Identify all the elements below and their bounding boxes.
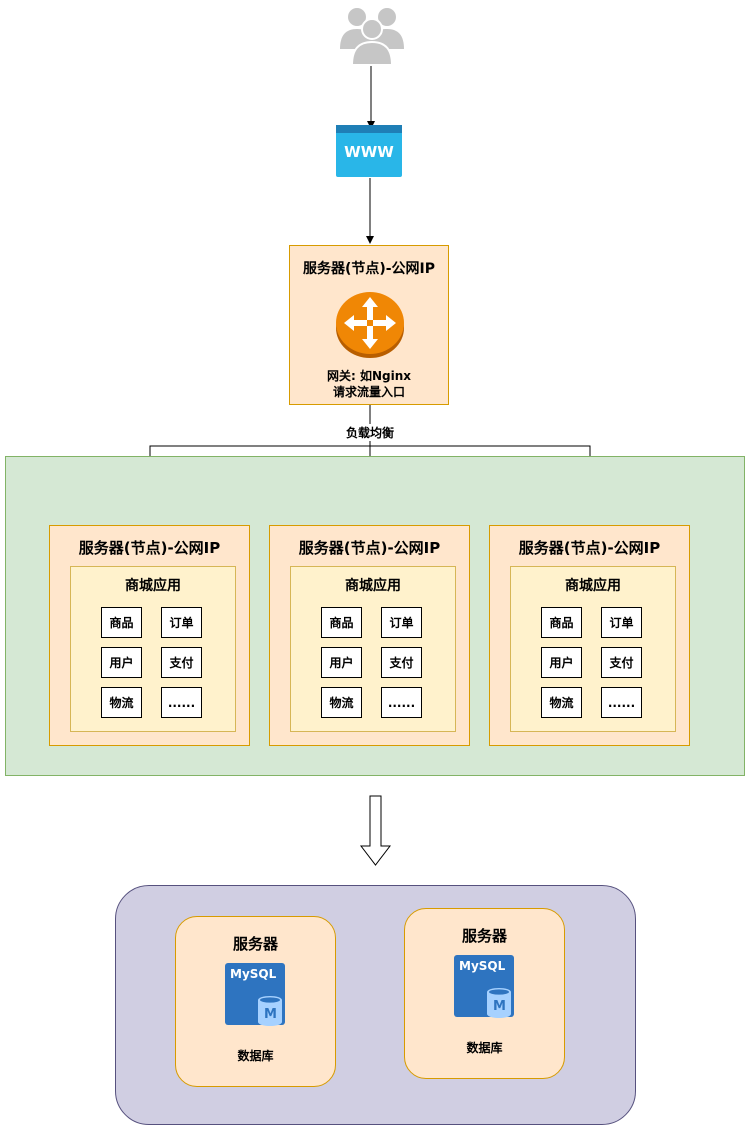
www-icon: WWW [336,125,402,177]
db-server-title: 服务器 [232,935,278,953]
module-logistics: 物流 [541,687,582,718]
mysql-icon: MySQL M [225,963,285,1026]
module-goods: 商品 [321,607,362,638]
database-zone: 服务器 MySQL M 数据库 服务器 MySQL M 数据库 [115,885,636,1125]
app-title: 商城应用 [565,578,621,594]
www-label: WWW [344,143,394,161]
app-title: 商城应用 [345,578,401,594]
down-hollow-arrow [359,795,392,866]
users-icon [340,8,404,66]
module-logistics: 物流 [101,687,142,718]
module-order: 订单 [601,607,642,638]
module-more: ...... [381,687,422,718]
gateway-caption-line2: 请求流量入口 [332,385,405,399]
module-more: ...... [161,687,202,718]
app-server-node: 服务器(节点)-公网IP 商城应用 商品 订单 用户 支付 物流 ...... [269,525,470,746]
module-payment: 支付 [161,647,202,678]
node-title: 服务器(节点)-公网IP [78,539,221,557]
mysql-logo-letter: M [493,999,506,1014]
gateway-caption-line1: 网关: 如Nginx [326,369,411,383]
module-payment: 支付 [381,647,422,678]
router-icon [336,292,404,358]
gateway-server: 服务器(节点)-公网IP 网关: 如Nginx 请求流量入口 [289,245,449,405]
module-user: 用户 [541,647,582,678]
db-server: 服务器 MySQL M 数据库 [404,908,565,1079]
db-caption: 数据库 [466,1041,503,1055]
app-title: 商城应用 [125,578,181,594]
module-logistics: 物流 [321,687,362,718]
mall-app: 商城应用 商品 订单 用户 支付 物流 ...... [290,566,456,732]
module-goods: 商品 [541,607,582,638]
gateway-title: 服务器(节点)-公网IP [302,261,436,277]
app-server-node: 服务器(节点)-公网IP 商城应用 商品 订单 用户 支付 物流 ...... [49,525,250,746]
module-more: ...... [601,687,642,718]
mysql-icon: MySQL M [454,955,514,1018]
module-order: 订单 [161,607,202,638]
mall-app: 商城应用 商品 订单 用户 支付 物流 ...... [70,566,236,732]
node-title: 服务器(节点)-公网IP [518,539,661,557]
node-title: 服务器(节点)-公网IP [298,539,441,557]
module-user: 用户 [321,647,362,678]
db-server: 服务器 MySQL M 数据库 [175,916,336,1087]
db-server-title: 服务器 [461,927,507,945]
app-server-node: 服务器(节点)-公网IP 商城应用 商品 订单 用户 支付 物流 ...... [489,525,690,746]
module-order: 订单 [381,607,422,638]
mysql-logo-text: MySQL [459,959,506,973]
load-balance-label: 负载均衡 [320,424,420,441]
module-payment: 支付 [601,647,642,678]
mysql-logo-text: MySQL [230,967,277,981]
mall-app: 商城应用 商品 订单 用户 支付 物流 ...... [510,566,676,732]
module-goods: 商品 [101,607,142,638]
module-user: 用户 [101,647,142,678]
db-caption: 数据库 [237,1049,274,1063]
mysql-logo-letter: M [264,1007,277,1022]
